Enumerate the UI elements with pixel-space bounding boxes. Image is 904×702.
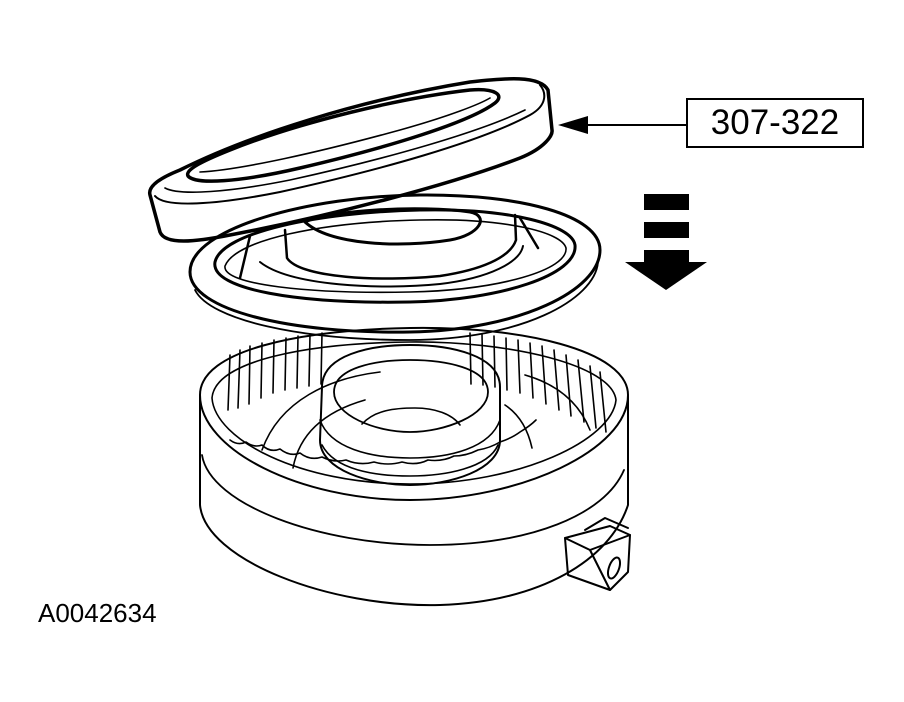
tool-number-callout: 307-322 bbox=[686, 98, 864, 148]
clutch-drum-housing bbox=[199, 326, 631, 607]
piston-seal bbox=[188, 193, 602, 341]
figure-id: A0042634 bbox=[38, 598, 157, 628]
spline-teeth bbox=[227, 332, 607, 433]
leader-arrowhead-icon bbox=[558, 116, 588, 134]
down-arrow-icon bbox=[625, 194, 707, 290]
side-lug bbox=[564, 517, 631, 591]
tool-number-label: 307-322 bbox=[710, 103, 840, 142]
seal-installer-tool bbox=[147, 77, 554, 243]
callout-leader bbox=[558, 116, 687, 134]
